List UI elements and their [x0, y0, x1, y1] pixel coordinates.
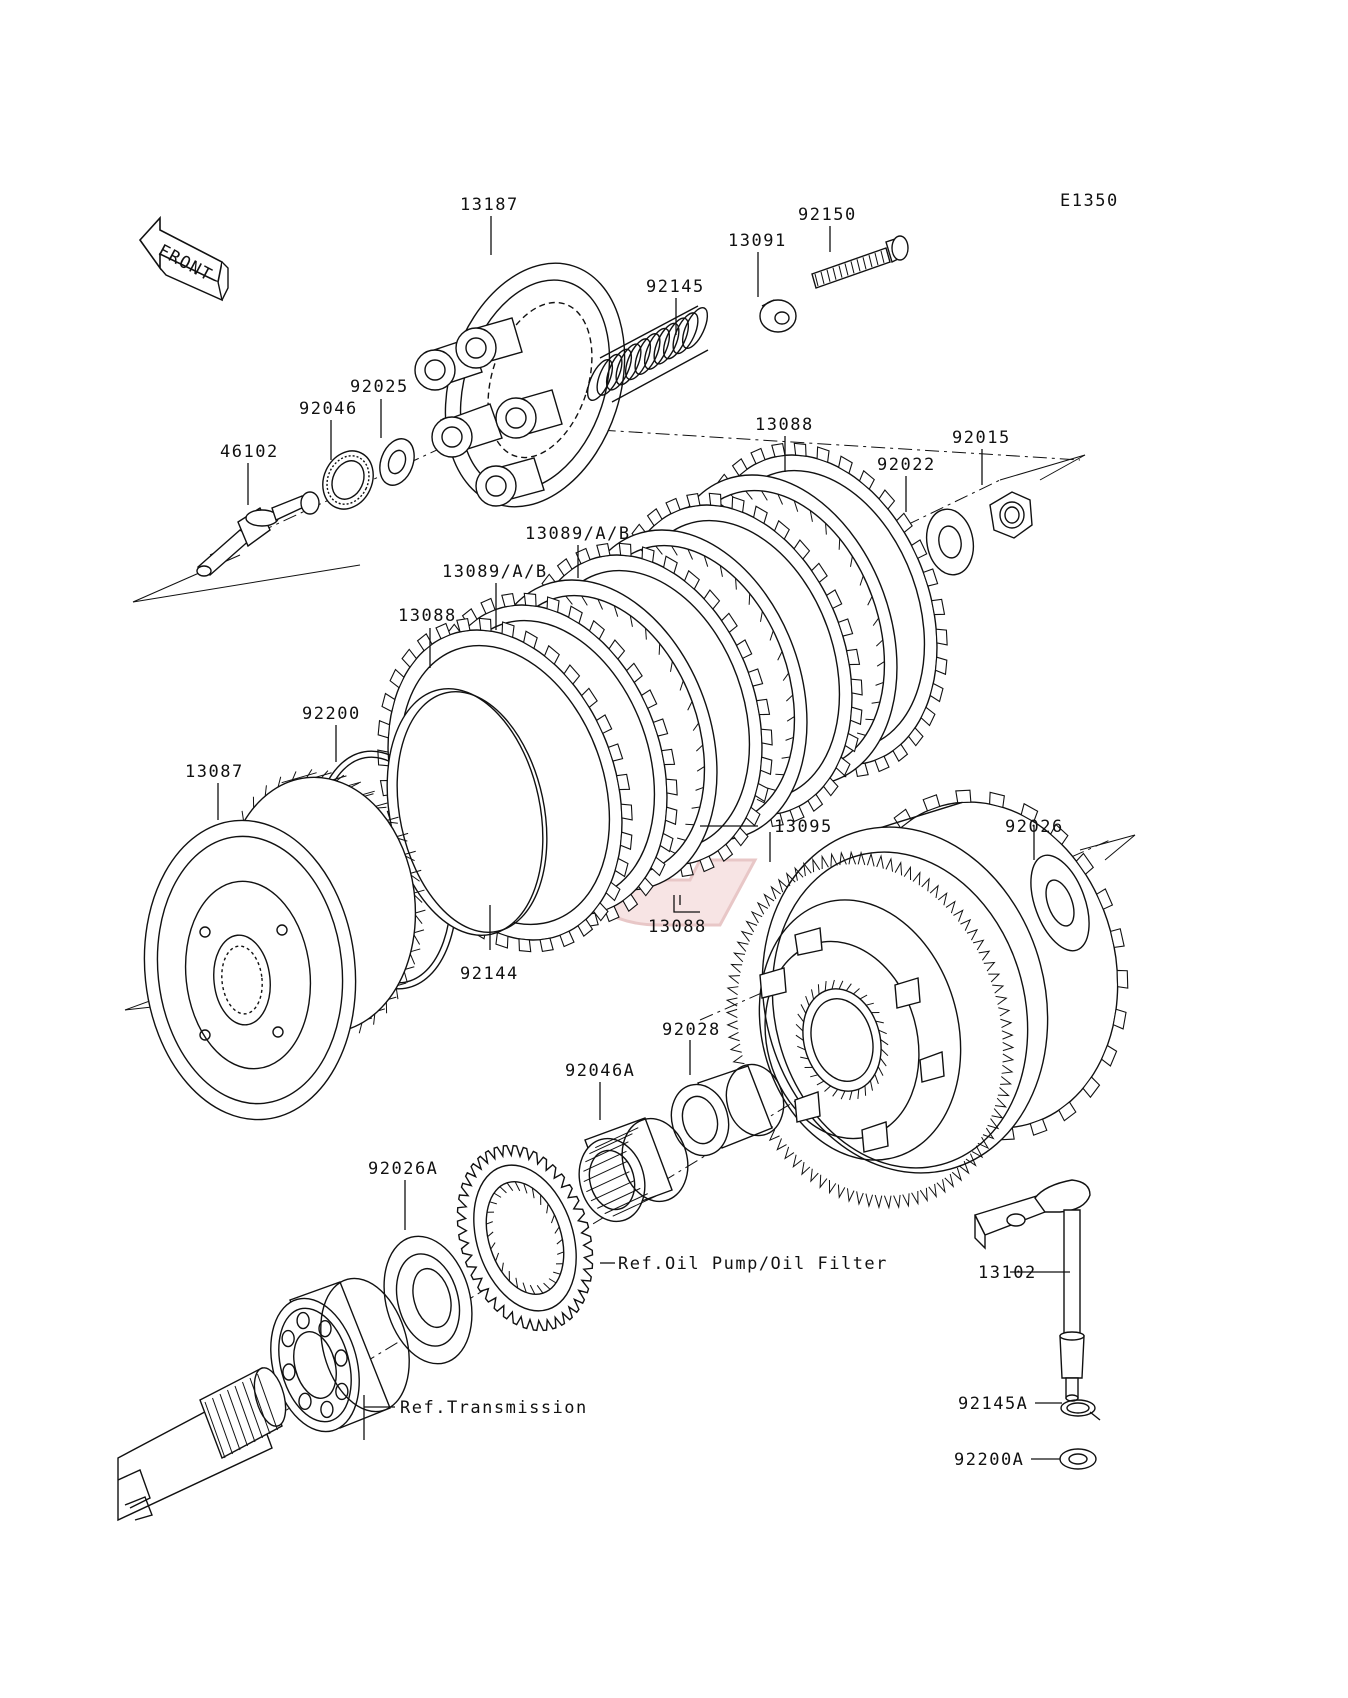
part-92200A-washer	[1059, 1448, 1097, 1470]
part-transmission-bearing	[270, 1277, 410, 1433]
part-92046-needle-bearing	[322, 450, 374, 510]
label-92046: 92046	[299, 399, 358, 419]
label-92200: 92200	[302, 704, 361, 724]
diagram-code: E1350	[1060, 191, 1119, 211]
label-92150: 92150	[798, 205, 857, 225]
part-labels: E1350 13187 92150 13091 92145 92025 9204…	[185, 191, 1119, 1470]
label-92015: 92015	[952, 428, 1011, 448]
part-13091-spring-seat	[759, 299, 797, 333]
label-13088-top: 13088	[755, 415, 814, 435]
label-13091: 13091	[728, 231, 787, 251]
part-92145-spring	[586, 305, 709, 403]
leader-lines	[217, 216, 1070, 1460]
label-92145: 92145	[646, 277, 705, 297]
part-46102-pushrod	[196, 491, 320, 577]
part-92046A-needle-bearing	[578, 1117, 689, 1223]
part-13102-release-shaft	[974, 1179, 1091, 1402]
part-transmission-shaft	[117, 1367, 287, 1522]
label-13102: 13102	[978, 1263, 1037, 1283]
label-92028: 92028	[662, 1020, 721, 1040]
part-92026-washer	[1030, 854, 1090, 952]
front-arrow-icon: FRONT	[138, 215, 229, 302]
label-13089-a: 13089/A/B	[525, 524, 631, 544]
label-92026: 92026	[1005, 817, 1064, 837]
part-92028-sleeve	[670, 1063, 785, 1157]
part-13187-pressure-plate	[414, 262, 626, 508]
label-13187: 13187	[460, 195, 519, 215]
label-13087: 13087	[185, 762, 244, 782]
part-92022-washer	[925, 508, 975, 576]
part-92015-nut	[989, 491, 1033, 539]
part-oil-pump-drive-gear	[456, 1144, 594, 1332]
label-92026A: 92026A	[368, 1159, 438, 1179]
part-92026A-washer	[383, 1235, 473, 1365]
ref-oil-pump: Ref.Oil Pump/Oil Filter	[618, 1254, 888, 1274]
label-13088-left: 13088	[398, 606, 457, 626]
label-13088-bottom: 13088	[648, 917, 707, 937]
label-13095: 13095	[774, 817, 833, 837]
part-13087-clutch-hub	[143, 769, 426, 1121]
label-92022: 92022	[877, 455, 936, 475]
part-92150-bolt	[811, 235, 909, 289]
label-92200A: 92200A	[954, 1450, 1024, 1470]
label-92144: 92144	[460, 964, 519, 984]
part-92025-washer	[379, 438, 415, 486]
label-13089-b: 13089/A/B	[442, 562, 548, 582]
label-92046A: 92046A	[565, 1061, 635, 1081]
ref-transmission: Ref.Transmission	[400, 1398, 588, 1418]
part-92145A-spring	[1060, 1399, 1101, 1421]
part-13095-clutch-housing	[725, 789, 1129, 1210]
label-46102: 46102	[220, 442, 279, 462]
label-92145A: 92145A	[958, 1394, 1028, 1414]
label-92025: 92025	[350, 377, 409, 397]
